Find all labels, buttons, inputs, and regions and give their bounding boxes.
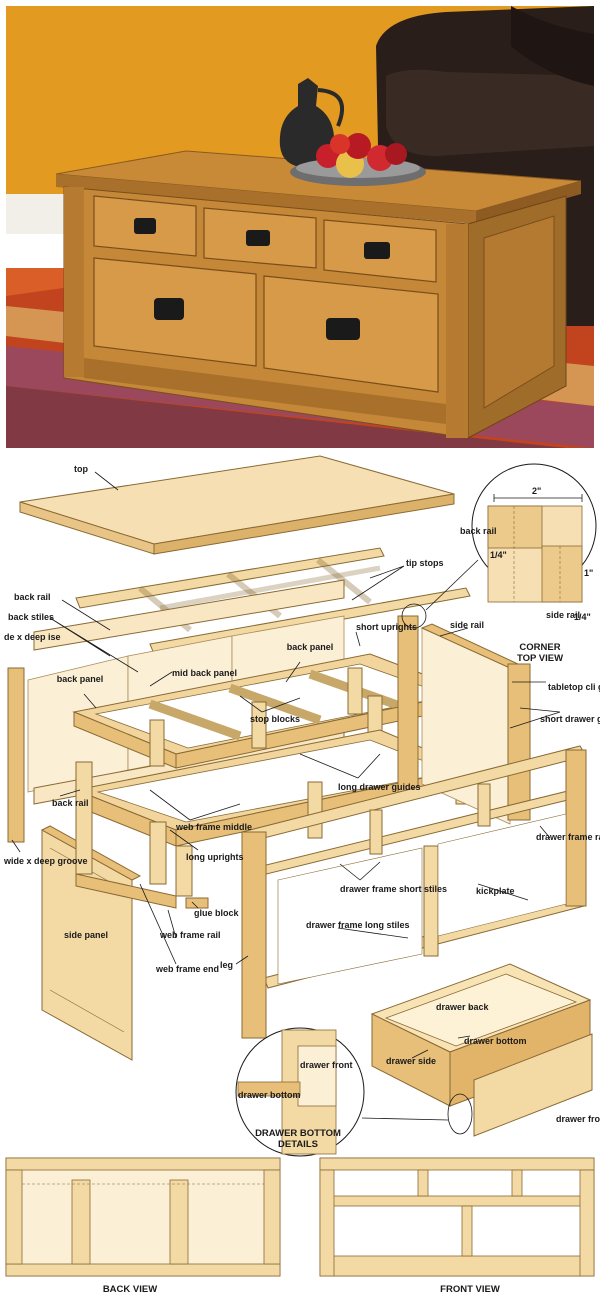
drawer-handle [154,298,184,320]
label-tabletop-clip-groove: tabletop cli groove [548,682,600,692]
label-tip-stops: tip stops [406,558,444,568]
front-view-drawing [319,1157,595,1277]
upper-rail-frame [75,547,385,609]
label-drawer-frame-rails: drawer frame rails [536,832,600,842]
label-web-frame-end: web frame end [155,964,219,974]
label-drawer-bottom-detail: drawer bottom [238,1090,301,1100]
label-side-rail: side rail [450,620,484,630]
label-mid-back-panel: mid back panel [172,668,237,678]
label-groove-left: de x deep ise [4,632,61,642]
label-back-rail: back rail [14,592,51,602]
front-leg-left [241,831,267,1039]
back-view-drawing [5,1157,281,1277]
corner-title-2: TOP VIEW [517,653,563,664]
label-web-frame-middle: web frame middle [175,822,252,832]
corner-side-rail: side rail [546,610,580,620]
label-glue-block: glue block [194,908,240,918]
drawer-handle [326,318,360,340]
label-stop-blocks: stop blocks [250,714,300,724]
drawer-detail-title-1: DRAWER BOTTOM [255,1128,341,1139]
label-drawer-front: drawer fro [556,1114,600,1124]
pitcher [279,78,335,168]
label-drawer-bottom: drawer bottom [464,1036,527,1046]
drawer-detail-title-2: DETAILS [278,1139,318,1150]
back-leg [397,615,419,797]
label-leg: leg [220,960,233,970]
label-drawer-side: drawer side [386,1056,436,1066]
back-view-caption: BACK VIEW [103,1284,157,1295]
label-web-frame-rail: web frame rail [159,930,221,940]
label-drawer-front-detail: drawer front [300,1060,353,1070]
label-side-panel: side panel [64,930,108,940]
label-drawer-frame-long-stiles: drawer frame long stiles [306,920,410,930]
label-kickplate: kickplate [476,886,515,896]
corner-dim-quarter-left: 1/4" [490,550,507,560]
label-short-drawer-guides: short drawer guid [540,714,600,724]
left-edge-stile [7,667,25,843]
label-long-uprights: long uprights [186,852,244,862]
label-long-drawer-guides: long drawer guides [338,782,421,792]
label-top: top [74,464,88,474]
drawer-handle [246,230,270,246]
corner-dim-width: 2" [532,486,541,496]
label-back-rail-lower: back rail [52,798,89,808]
corner-top-view-detail [471,463,597,603]
label-drawer-back: drawer back [436,1002,490,1012]
exploded-assembly-diagram: top tip stops back rail back stiles de x… [3,455,600,1295]
drawer-front-board [473,1033,593,1137]
drawer-handle [364,242,390,259]
coffee-table-photo [6,6,594,448]
corner-dim-right: 1" [584,568,593,578]
drawer-bottom-detail [235,1027,365,1157]
label-back-panel-left: back panel [57,674,104,684]
label-short-uprights: short uprights [356,622,417,632]
corner-title-1: CORNER [519,642,560,653]
label-drawer-frame-short-stiles: drawer frame short stiles [340,884,447,894]
corner-dim-quarter-bottom: 1/4" [574,612,591,622]
label-back-stiles: back stiles [8,612,54,622]
label-wide-deep-groove: wide x deep groove [3,856,88,866]
corner-back-rail: back rail [460,526,497,536]
front-view-caption: FRONT VIEW [440,1284,500,1295]
label-back-panel-right: back panel [287,642,334,652]
drawer-handle [134,218,156,234]
